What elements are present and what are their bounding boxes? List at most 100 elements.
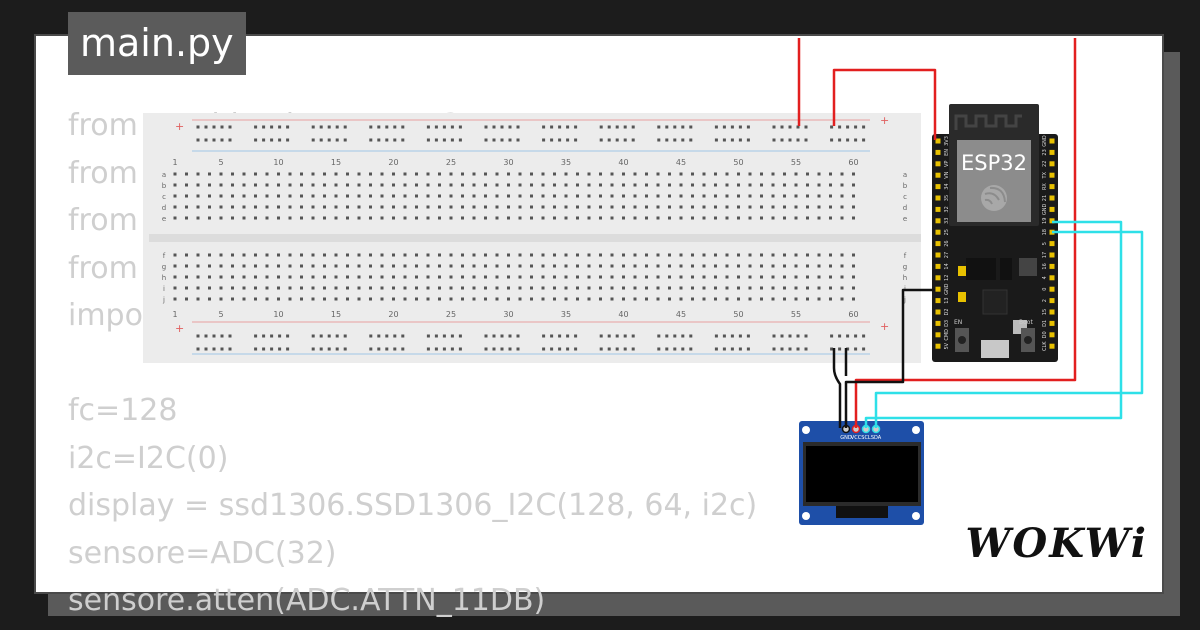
- breadboard-hole[interactable]: [449, 172, 453, 176]
- breadboard-hole[interactable]: [772, 334, 776, 338]
- breadboard-hole[interactable]: [403, 205, 407, 209]
- breadboard-hole[interactable]: [461, 253, 464, 257]
- breadboard-hole[interactable]: [576, 205, 579, 209]
- breadboard-hole[interactable]: [219, 216, 223, 220]
- breadboard-hole[interactable]: [278, 125, 282, 129]
- breadboard-hole[interactable]: [380, 183, 384, 187]
- breadboard-hole[interactable]: [185, 172, 188, 176]
- breadboard-hole[interactable]: [288, 253, 292, 257]
- breadboard-hole[interactable]: [334, 297, 338, 301]
- breadboard-hole[interactable]: [415, 172, 418, 176]
- breadboard-hole[interactable]: [265, 275, 269, 279]
- breadboard-hole[interactable]: [242, 194, 246, 198]
- breadboard-hole[interactable]: [645, 253, 648, 257]
- breadboard-hole[interactable]: [438, 183, 441, 187]
- breadboard-hole[interactable]: [300, 275, 303, 279]
- breadboard-hole[interactable]: [516, 138, 520, 142]
- breadboard-hole[interactable]: [553, 286, 556, 290]
- breadboard-hole[interactable]: [702, 253, 706, 257]
- breadboard-hole[interactable]: [817, 264, 821, 268]
- breadboard-hole[interactable]: [323, 253, 326, 257]
- breadboard-hole[interactable]: [228, 334, 232, 338]
- breadboard-hole[interactable]: [633, 253, 637, 257]
- breadboard-hole[interactable]: [220, 347, 224, 351]
- breadboard-hole[interactable]: [277, 253, 280, 257]
- breadboard-hole[interactable]: [838, 334, 842, 338]
- breadboard-hole[interactable]: [231, 297, 234, 301]
- breadboard-hole[interactable]: [587, 253, 591, 257]
- breadboard-hole[interactable]: [737, 172, 740, 176]
- breadboard-hole[interactable]: [737, 194, 740, 198]
- breadboard-hole[interactable]: [702, 205, 706, 209]
- breadboard-hole[interactable]: [461, 172, 464, 176]
- breadboard-hole[interactable]: [622, 286, 625, 290]
- breadboard-hole[interactable]: [426, 183, 430, 187]
- breadboard-hole[interactable]: [673, 347, 677, 351]
- breadboard-hole[interactable]: [438, 286, 441, 290]
- breadboard-hole[interactable]: [319, 125, 323, 129]
- breadboard-hole[interactable]: [679, 172, 683, 176]
- breadboard-hole[interactable]: [185, 194, 188, 198]
- breadboard-hole[interactable]: [576, 286, 579, 290]
- breadboard-hole[interactable]: [385, 125, 389, 129]
- breadboard-hole[interactable]: [631, 334, 635, 338]
- breadboard-hole[interactable]: [426, 286, 430, 290]
- breadboard-hole[interactable]: [311, 347, 315, 351]
- breadboard-hole[interactable]: [220, 138, 224, 142]
- breadboard-hole[interactable]: [369, 138, 373, 142]
- breadboard-hole[interactable]: [323, 275, 326, 279]
- breadboard-hole[interactable]: [458, 138, 462, 142]
- breadboard-hole[interactable]: [760, 216, 763, 220]
- breadboard-hole[interactable]: [392, 264, 395, 268]
- breadboard-hole[interactable]: [242, 264, 246, 268]
- breadboard-hole[interactable]: [392, 216, 395, 220]
- breadboard-hole[interactable]: [401, 334, 405, 338]
- breadboard-hole[interactable]: [846, 347, 850, 351]
- breadboard-hole[interactable]: [357, 297, 361, 301]
- breadboard-hole[interactable]: [492, 334, 496, 338]
- breadboard-hole[interactable]: [631, 125, 635, 129]
- breadboard-hole[interactable]: [426, 138, 430, 142]
- breadboard-hole[interactable]: [311, 138, 315, 142]
- breadboard-hole[interactable]: [702, 264, 706, 268]
- esp32-pin[interactable]: [1049, 206, 1055, 212]
- breadboard-hole[interactable]: [334, 216, 338, 220]
- breadboard-hole[interactable]: [748, 183, 752, 187]
- breadboard-hole[interactable]: [681, 334, 685, 338]
- breadboard-hole[interactable]: [840, 253, 844, 257]
- esp32-pin[interactable]: [1049, 286, 1055, 292]
- breadboard-hole[interactable]: [714, 205, 717, 209]
- breadboard-hole[interactable]: [346, 253, 349, 257]
- breadboard-hole[interactable]: [507, 183, 510, 187]
- breadboard-hole[interactable]: [817, 205, 821, 209]
- breadboard-hole[interactable]: [829, 216, 832, 220]
- breadboard-hole[interactable]: [357, 194, 361, 198]
- breadboard-hole[interactable]: [311, 264, 315, 268]
- breadboard-hole[interactable]: [516, 334, 520, 338]
- esp32-pin[interactable]: [935, 206, 941, 212]
- breadboard-hole[interactable]: [840, 264, 844, 268]
- breadboard-hole[interactable]: [788, 334, 792, 338]
- breadboard-hole[interactable]: [507, 264, 510, 268]
- breadboard-hole[interactable]: [450, 347, 454, 351]
- breadboard-hole[interactable]: [796, 334, 800, 338]
- breadboard-hole[interactable]: [369, 125, 373, 129]
- breadboard-hole[interactable]: [495, 194, 499, 198]
- breadboard-hole[interactable]: [541, 264, 545, 268]
- breadboard-hole[interactable]: [492, 347, 496, 351]
- breadboard-hole[interactable]: [254, 125, 258, 129]
- breadboard-hole[interactable]: [369, 172, 372, 176]
- breadboard-hole[interactable]: [725, 253, 729, 257]
- breadboard-hole[interactable]: [541, 183, 545, 187]
- breadboard-hole[interactable]: [334, 264, 338, 268]
- breadboard-hole[interactable]: [508, 138, 512, 142]
- breadboard-hole[interactable]: [518, 286, 522, 290]
- breadboard-hole[interactable]: [311, 334, 315, 338]
- breadboard-hole[interactable]: [254, 286, 257, 290]
- breadboard-hole[interactable]: [780, 347, 784, 351]
- esp32-pin[interactable]: [1049, 184, 1055, 190]
- breadboard-hole[interactable]: [657, 334, 661, 338]
- breadboard-hole[interactable]: [484, 297, 487, 301]
- breadboard-hole[interactable]: [219, 253, 223, 257]
- breadboard-hole[interactable]: [334, 253, 338, 257]
